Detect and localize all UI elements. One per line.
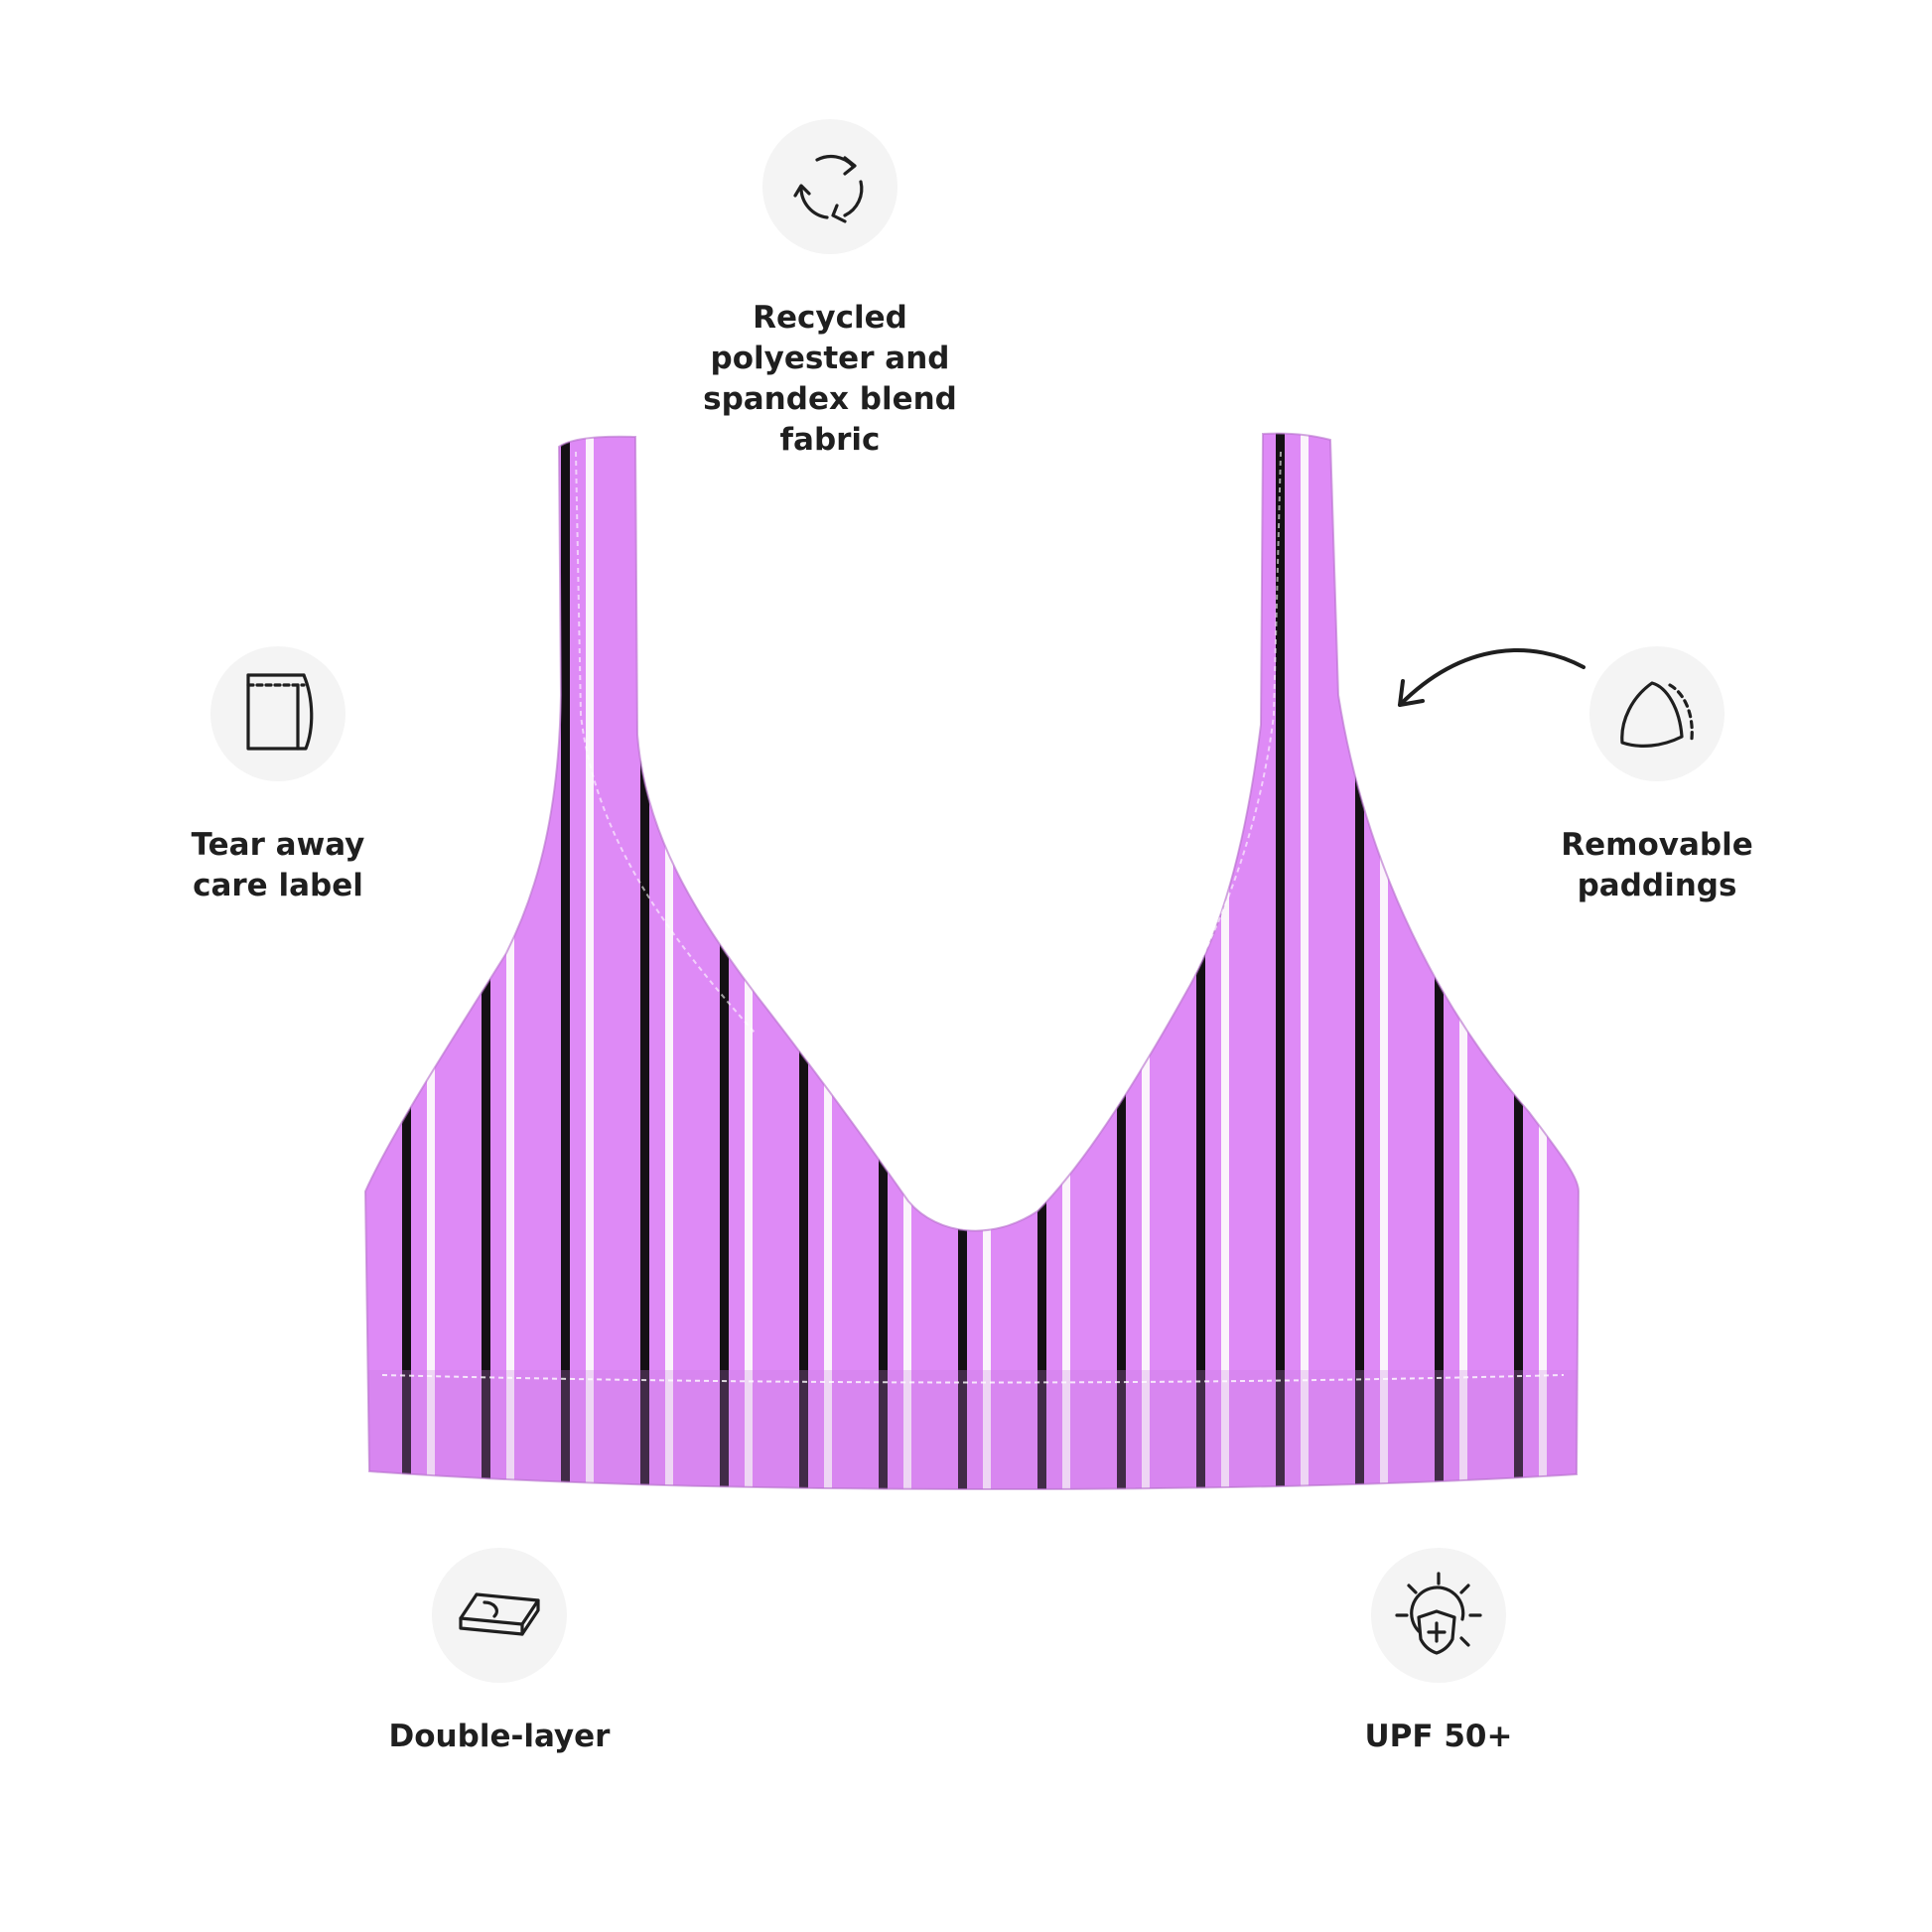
double-layer-icon bbox=[432, 1548, 567, 1683]
stripe-dark bbox=[1117, 433, 1126, 1490]
stripe-dark bbox=[1276, 433, 1285, 1490]
stripe-dark bbox=[1435, 433, 1444, 1490]
stripe-dark bbox=[1037, 433, 1046, 1490]
feature-recycled: Recycled polyester and spandex blend fab… bbox=[691, 119, 969, 461]
stripe-dark bbox=[640, 433, 649, 1490]
pointer-arrow bbox=[1398, 647, 1586, 707]
stripe-dark bbox=[879, 433, 888, 1490]
recycle-icon bbox=[762, 119, 897, 254]
feature-label: Removable paddings bbox=[1561, 827, 1753, 903]
stripe-light bbox=[427, 433, 435, 1490]
stripe-dark bbox=[561, 433, 570, 1490]
stripe-dark bbox=[1514, 433, 1523, 1490]
removable-padding-icon bbox=[1589, 646, 1725, 781]
stripe-light bbox=[1301, 433, 1309, 1490]
stripe-light bbox=[1459, 433, 1467, 1490]
feature-upf: UPF 50+ bbox=[1310, 1548, 1568, 1757]
feature-label: Tear away care label bbox=[191, 827, 365, 903]
stripe-dark bbox=[482, 433, 490, 1490]
feature-label: Recycled polyester and spandex blend fab… bbox=[703, 300, 957, 458]
stripe-dark bbox=[720, 433, 729, 1490]
stripe-light bbox=[1380, 433, 1388, 1490]
stripe-dark bbox=[958, 433, 967, 1490]
stripe-light bbox=[903, 433, 911, 1490]
stripe-dark bbox=[402, 433, 411, 1490]
stripe-light bbox=[824, 433, 832, 1490]
stripe-light bbox=[1142, 433, 1150, 1490]
stripe-dark bbox=[799, 433, 808, 1490]
garment-fabric bbox=[365, 433, 1579, 1490]
stripe-light bbox=[586, 433, 594, 1490]
stripe-light bbox=[506, 433, 514, 1490]
stripe-light bbox=[665, 433, 673, 1490]
feature-double-layer: Double-layer bbox=[360, 1548, 638, 1757]
stripe-light bbox=[983, 433, 991, 1490]
stripe-light bbox=[1539, 433, 1547, 1490]
stripe-light bbox=[745, 433, 753, 1490]
feature-removable-padding: Removable paddings bbox=[1528, 646, 1786, 906]
care-label-icon bbox=[210, 646, 345, 781]
feature-label: UPF 50+ bbox=[1364, 1719, 1513, 1754]
feature-label: Double-layer bbox=[388, 1719, 611, 1754]
stripe-dark bbox=[1355, 433, 1364, 1490]
sun-shield-icon bbox=[1371, 1548, 1506, 1683]
stripe-light bbox=[1062, 433, 1070, 1490]
stripe-light bbox=[1221, 433, 1229, 1490]
feature-care-label: Tear away care label bbox=[149, 646, 407, 906]
